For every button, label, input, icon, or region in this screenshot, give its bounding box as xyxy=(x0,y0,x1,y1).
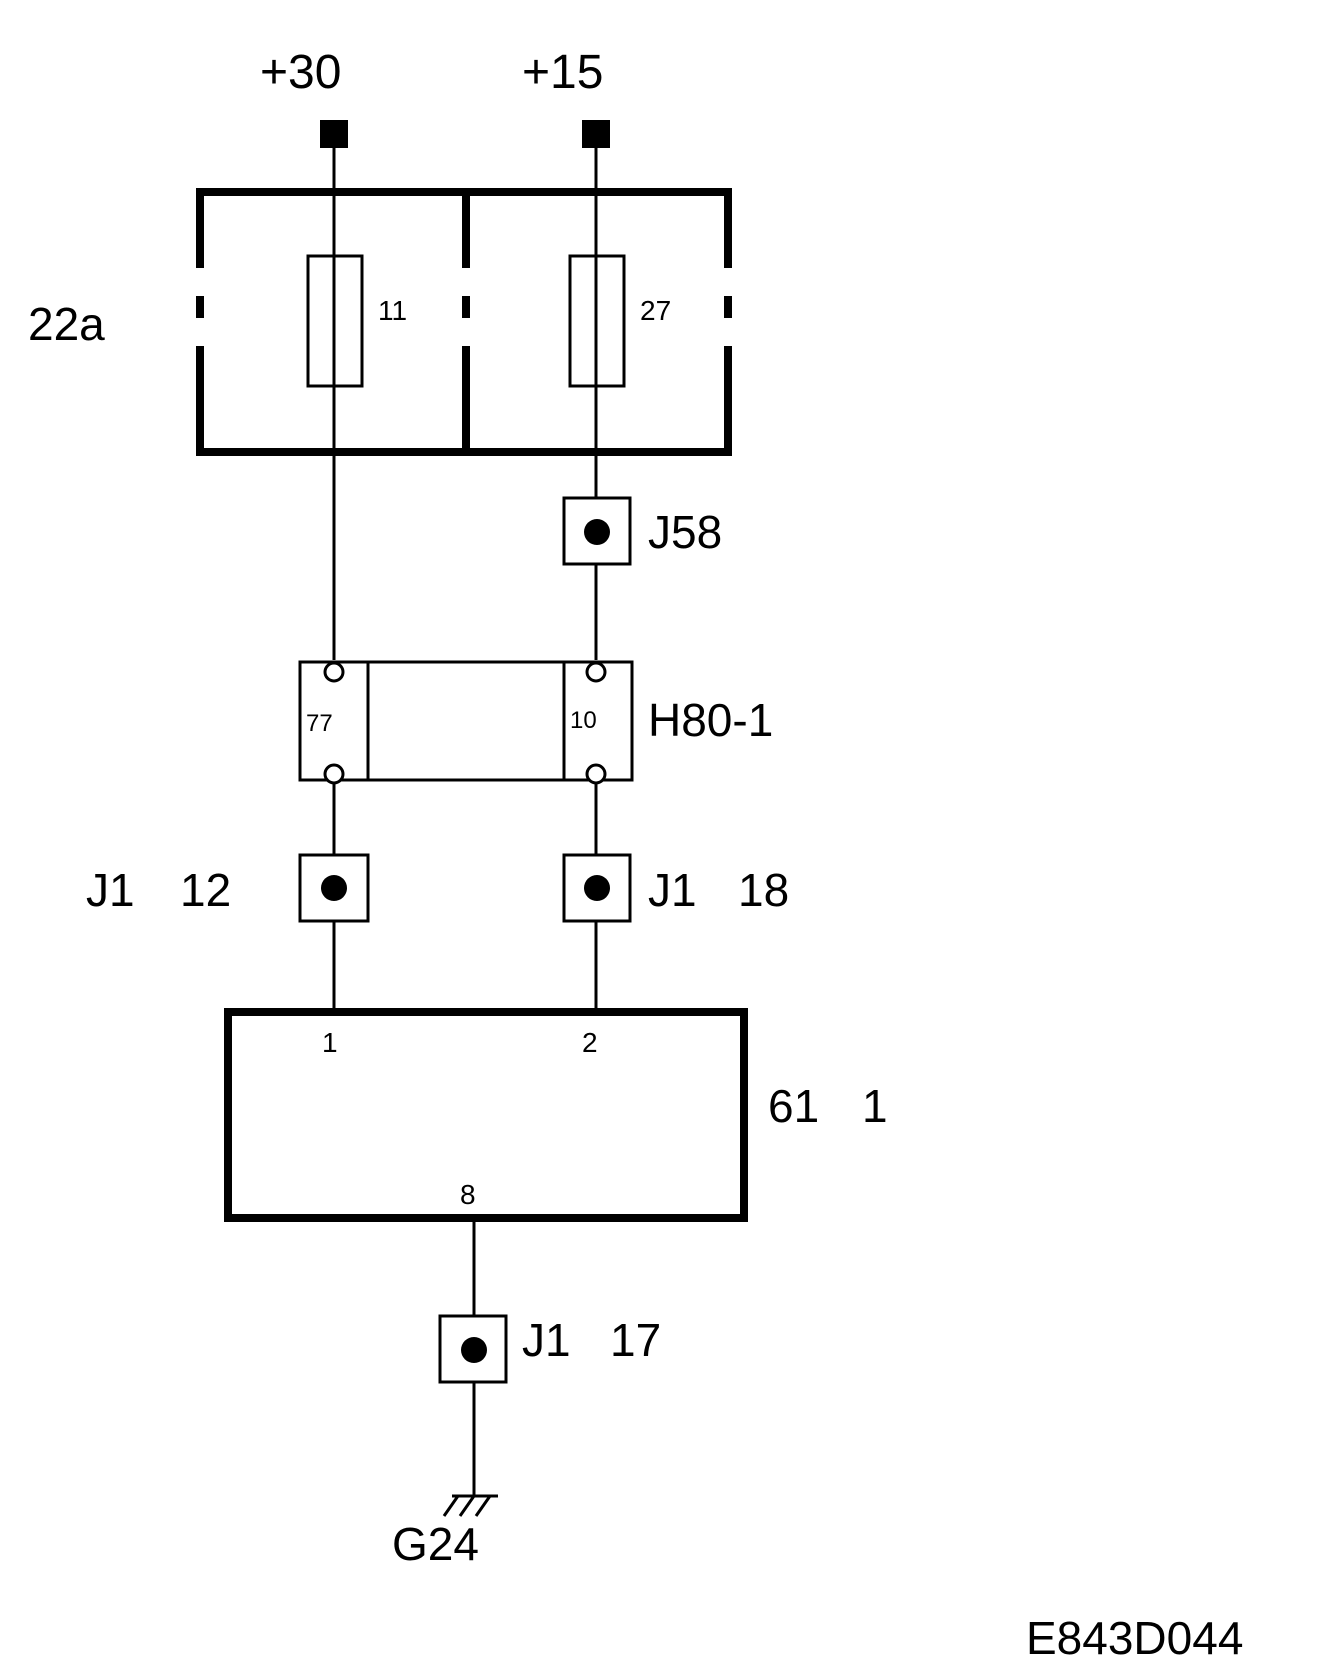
connector-pin-12: 12 xyxy=(180,864,231,916)
supply-label-15: +15 xyxy=(522,46,603,99)
terminal-15 xyxy=(582,120,610,148)
drawing-id: E843D044 xyxy=(1026,1612,1243,1664)
harness-h80-1 xyxy=(298,660,634,785)
module-index: 1 xyxy=(862,1080,888,1132)
fuse-label-11: 11 xyxy=(378,295,407,326)
harness-label: H80-1 xyxy=(648,694,773,746)
connector-j1-18 xyxy=(562,853,632,923)
harness-pin-10: 10 xyxy=(570,707,597,734)
module-label: 61 xyxy=(768,1080,819,1132)
ground-icon xyxy=(442,1494,498,1517)
connector-j58 xyxy=(562,496,632,566)
supply-label-30: +30 xyxy=(260,46,341,99)
fusebox-label: 22a xyxy=(28,298,105,350)
connector-j1-17 xyxy=(438,1314,508,1384)
connector-pin-17: 17 xyxy=(610,1314,661,1366)
connector-pin-18: 18 xyxy=(738,864,789,916)
connector-label-j1-right: J1 xyxy=(648,864,697,916)
ground-label: G24 xyxy=(392,1518,479,1570)
connector-label-j1-bottom: J1 xyxy=(522,1314,571,1366)
terminal-30 xyxy=(320,120,348,148)
connector-j1-12 xyxy=(298,853,370,923)
module-61-1 xyxy=(224,1008,748,1222)
connector-label-j58: J58 xyxy=(648,506,722,558)
module-pin-8: 8 xyxy=(460,1179,476,1210)
module-pin-1: 1 xyxy=(322,1027,338,1058)
connector-label-j1-left: J1 xyxy=(86,864,135,916)
module-pin-2: 2 xyxy=(582,1027,598,1058)
fusebox-22a xyxy=(196,188,732,456)
harness-pin-77: 77 xyxy=(306,710,333,737)
fuse-label-27: 27 xyxy=(640,295,671,326)
